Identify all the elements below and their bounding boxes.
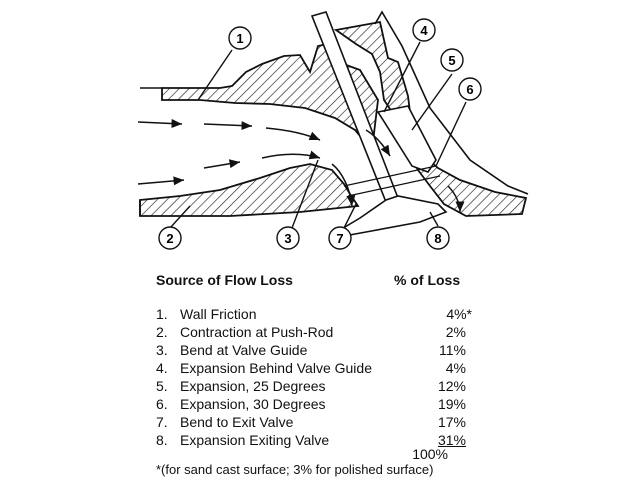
- row-label: Expansion, 25 Degrees: [180, 378, 326, 394]
- svg-text:4: 4: [420, 23, 428, 38]
- table-row: 7. Bend to Exit Valve 17%: [156, 414, 466, 432]
- callout-5: 5: [440, 48, 464, 72]
- row-label: Expansion, 30 Degrees: [180, 396, 326, 412]
- header-source: Source of Flow Loss: [156, 272, 293, 288]
- table-row: 3. Bend at Valve Guide 11%: [156, 342, 466, 360]
- callout-7: 7: [328, 226, 352, 250]
- row-label: Wall Friction: [180, 306, 257, 322]
- table-row: 4. Expansion Behind Valve Guide 4%: [156, 360, 466, 378]
- row-loss: 4%: [445, 360, 466, 376]
- svg-text:8: 8: [434, 231, 441, 246]
- upper-port-wall: [161, 41, 379, 153]
- row-number: 8.: [156, 432, 168, 448]
- table-row: 8. Expansion Exiting Valve 31%: [156, 432, 466, 450]
- row-loss: 4%*: [446, 306, 472, 322]
- row-number: 7.: [156, 414, 168, 430]
- row-number: 5.: [156, 378, 168, 394]
- row-label: Contraction at Push-Rod: [180, 324, 334, 340]
- header-loss: % of Loss: [394, 272, 461, 288]
- row-number: 1.: [156, 306, 168, 322]
- row-label: Expansion Behind Valve Guide: [180, 360, 372, 376]
- row-loss: 17%: [437, 414, 466, 430]
- svg-text:2: 2: [166, 231, 173, 246]
- valve-guide: [376, 105, 437, 173]
- table-row: 5. Expansion, 25 Degrees 12%: [156, 378, 466, 396]
- row-number: 4.: [156, 360, 168, 376]
- footnote: *(for sand cast surface; 3% for polished…: [156, 462, 434, 477]
- row-loss: 31%: [437, 432, 466, 448]
- flow-arrows: [137, 119, 465, 213]
- row-number: 2.: [156, 324, 168, 340]
- row-label: Bend to Exit Valve: [180, 414, 294, 430]
- row-loss: 11%: [439, 342, 466, 358]
- valve-head: [338, 195, 448, 237]
- svg-text:1: 1: [236, 31, 243, 46]
- port-flow-diagram: 1 4 5 6 2 3 7 8: [137, 10, 529, 250]
- callout-4: 4: [412, 18, 436, 42]
- callout-8: 8: [426, 226, 450, 250]
- svg-text:7: 7: [336, 231, 343, 246]
- callout-2: 2: [158, 226, 182, 250]
- row-label: Expansion Exiting Valve: [180, 432, 330, 448]
- callout-3: 3: [276, 226, 300, 250]
- svg-text:6: 6: [466, 82, 473, 97]
- combustion-chamber-wall: [333, 20, 528, 217]
- callout-1: 1: [228, 26, 252, 50]
- row-loss: 2%: [445, 324, 466, 340]
- row-loss: 12%: [437, 378, 466, 394]
- row-loss: 19%: [437, 396, 466, 412]
- lower-port-wall: [139, 163, 360, 217]
- table-row: 1. Wall Friction 4%*: [156, 306, 472, 324]
- svg-text:5: 5: [448, 53, 455, 68]
- row-label: Bend at Valve Guide: [180, 342, 308, 358]
- callout-6: 6: [458, 77, 482, 101]
- table-row: 6. Expansion, 30 Degrees 19%: [156, 396, 466, 414]
- row-number: 6.: [156, 396, 168, 412]
- svg-text:3: 3: [284, 231, 291, 246]
- row-number: 3.: [156, 342, 168, 358]
- table-row: 2. Contraction at Push-Rod 2%: [156, 324, 466, 342]
- total-loss: 100%: [412, 446, 448, 462]
